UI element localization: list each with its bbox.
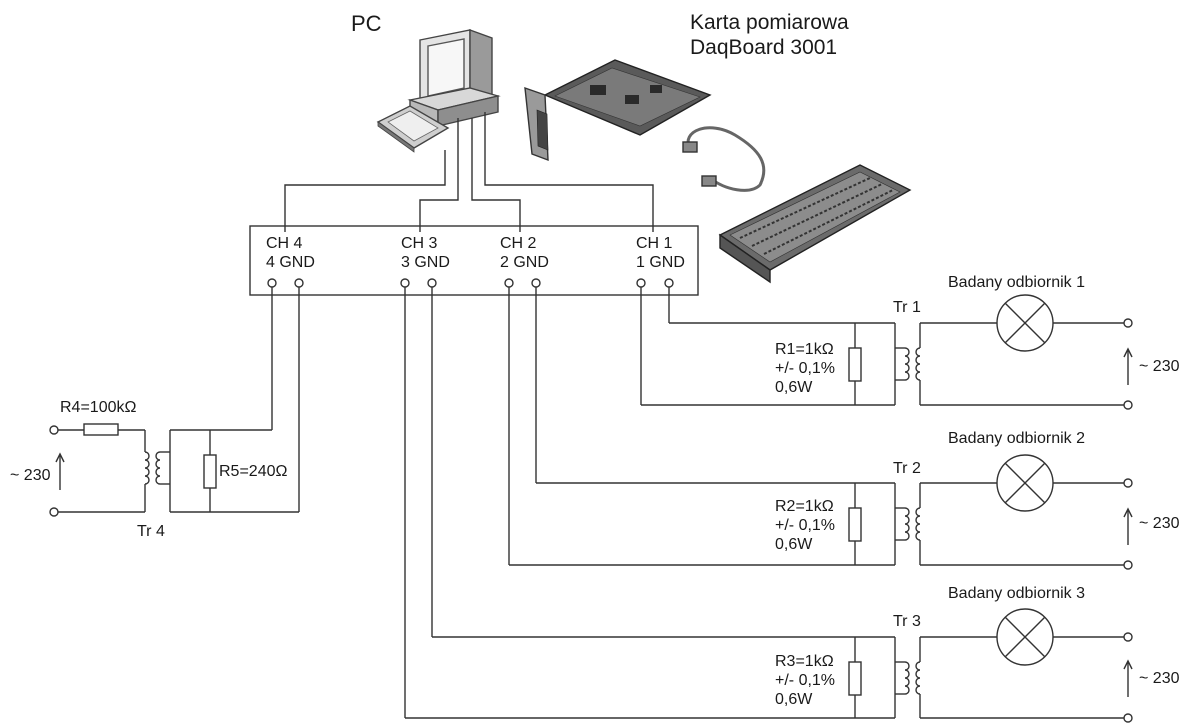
supply-3-label: ~ 230 [1139,670,1180,687]
terminal-board-icon [718,164,912,284]
channel-terminals: 3 GND [401,254,450,271]
r2-spec: R2=1kΩ +/- 0,1% 0,6W [775,497,835,554]
channel-4-label: CH 4 4 GND [266,234,315,272]
r3-spec: R3=1kΩ +/- 0,1% 0,6W [775,652,835,709]
r2-power: 0,6W [775,536,813,553]
card-title: Karta pomiarowa DaqBoard 3001 [690,10,849,60]
r1-tolerance: +/- 0,1% [775,360,836,377]
channel-3-label: CH 3 3 GND [401,234,450,272]
receiver-1-label: Badany odbiornik 1 [948,274,1085,291]
r1-power: 0,6W [775,379,813,396]
daq-card-icon [524,59,712,162]
channel-terminals: 1 GND [636,254,685,271]
r4-label: R4=100kΩ [60,399,137,416]
current-circuit-3 [404,287,1133,723]
r1-value: R1=1kΩ [775,341,834,358]
current-circuit-2 [508,287,1133,570]
channel-terminals: 2 GND [500,254,549,271]
r5-label: R5=240Ω [219,463,288,480]
r3-tolerance: +/- 0,1% [775,672,836,689]
channel-name: CH 1 [636,235,673,252]
current-circuit-1 [640,287,1133,410]
channel-name: CH 4 [266,235,303,252]
channel-terminals: 4 GND [266,254,315,271]
r2-tolerance: +/- 0,1% [775,517,836,534]
r2-value: R2=1kΩ [775,498,834,515]
receiver-2-label: Badany odbiornik 2 [948,430,1085,447]
r1-spec: R1=1kΩ +/- 0,1% 0,6W [775,340,835,397]
supply-2-label: ~ 230 [1139,515,1180,532]
card-title-line2: DaqBoard 3001 [690,36,838,59]
tr2-label: Tr 2 [893,460,921,477]
channel-2-label: CH 2 2 GND [500,234,549,272]
terminal-circles [267,278,674,288]
daq-terminal-box [249,225,699,296]
channel-1-label: CH 1 1 GND [636,234,685,272]
voltage-supply-label: ~ 230 [10,467,51,484]
r3-power: 0,6W [775,691,813,708]
channel-name: CH 2 [500,235,537,252]
pc-label: PC [351,11,382,36]
tr4-label: Tr 4 [137,523,165,540]
tr1-label: Tr 1 [893,299,921,316]
supply-1-label: ~ 230 [1139,358,1180,375]
pc-computer-icon [376,29,501,153]
voltage-circuit [49,287,300,517]
receiver-3-label: Badany odbiornik 3 [948,585,1085,602]
tr3-label: Tr 3 [893,613,921,630]
cable-icon [682,126,766,192]
channel-name: CH 3 [401,235,438,252]
card-title-line1: Karta pomiarowa [690,11,849,34]
r3-value: R3=1kΩ [775,653,834,670]
pc-connection-lines [284,112,654,232]
